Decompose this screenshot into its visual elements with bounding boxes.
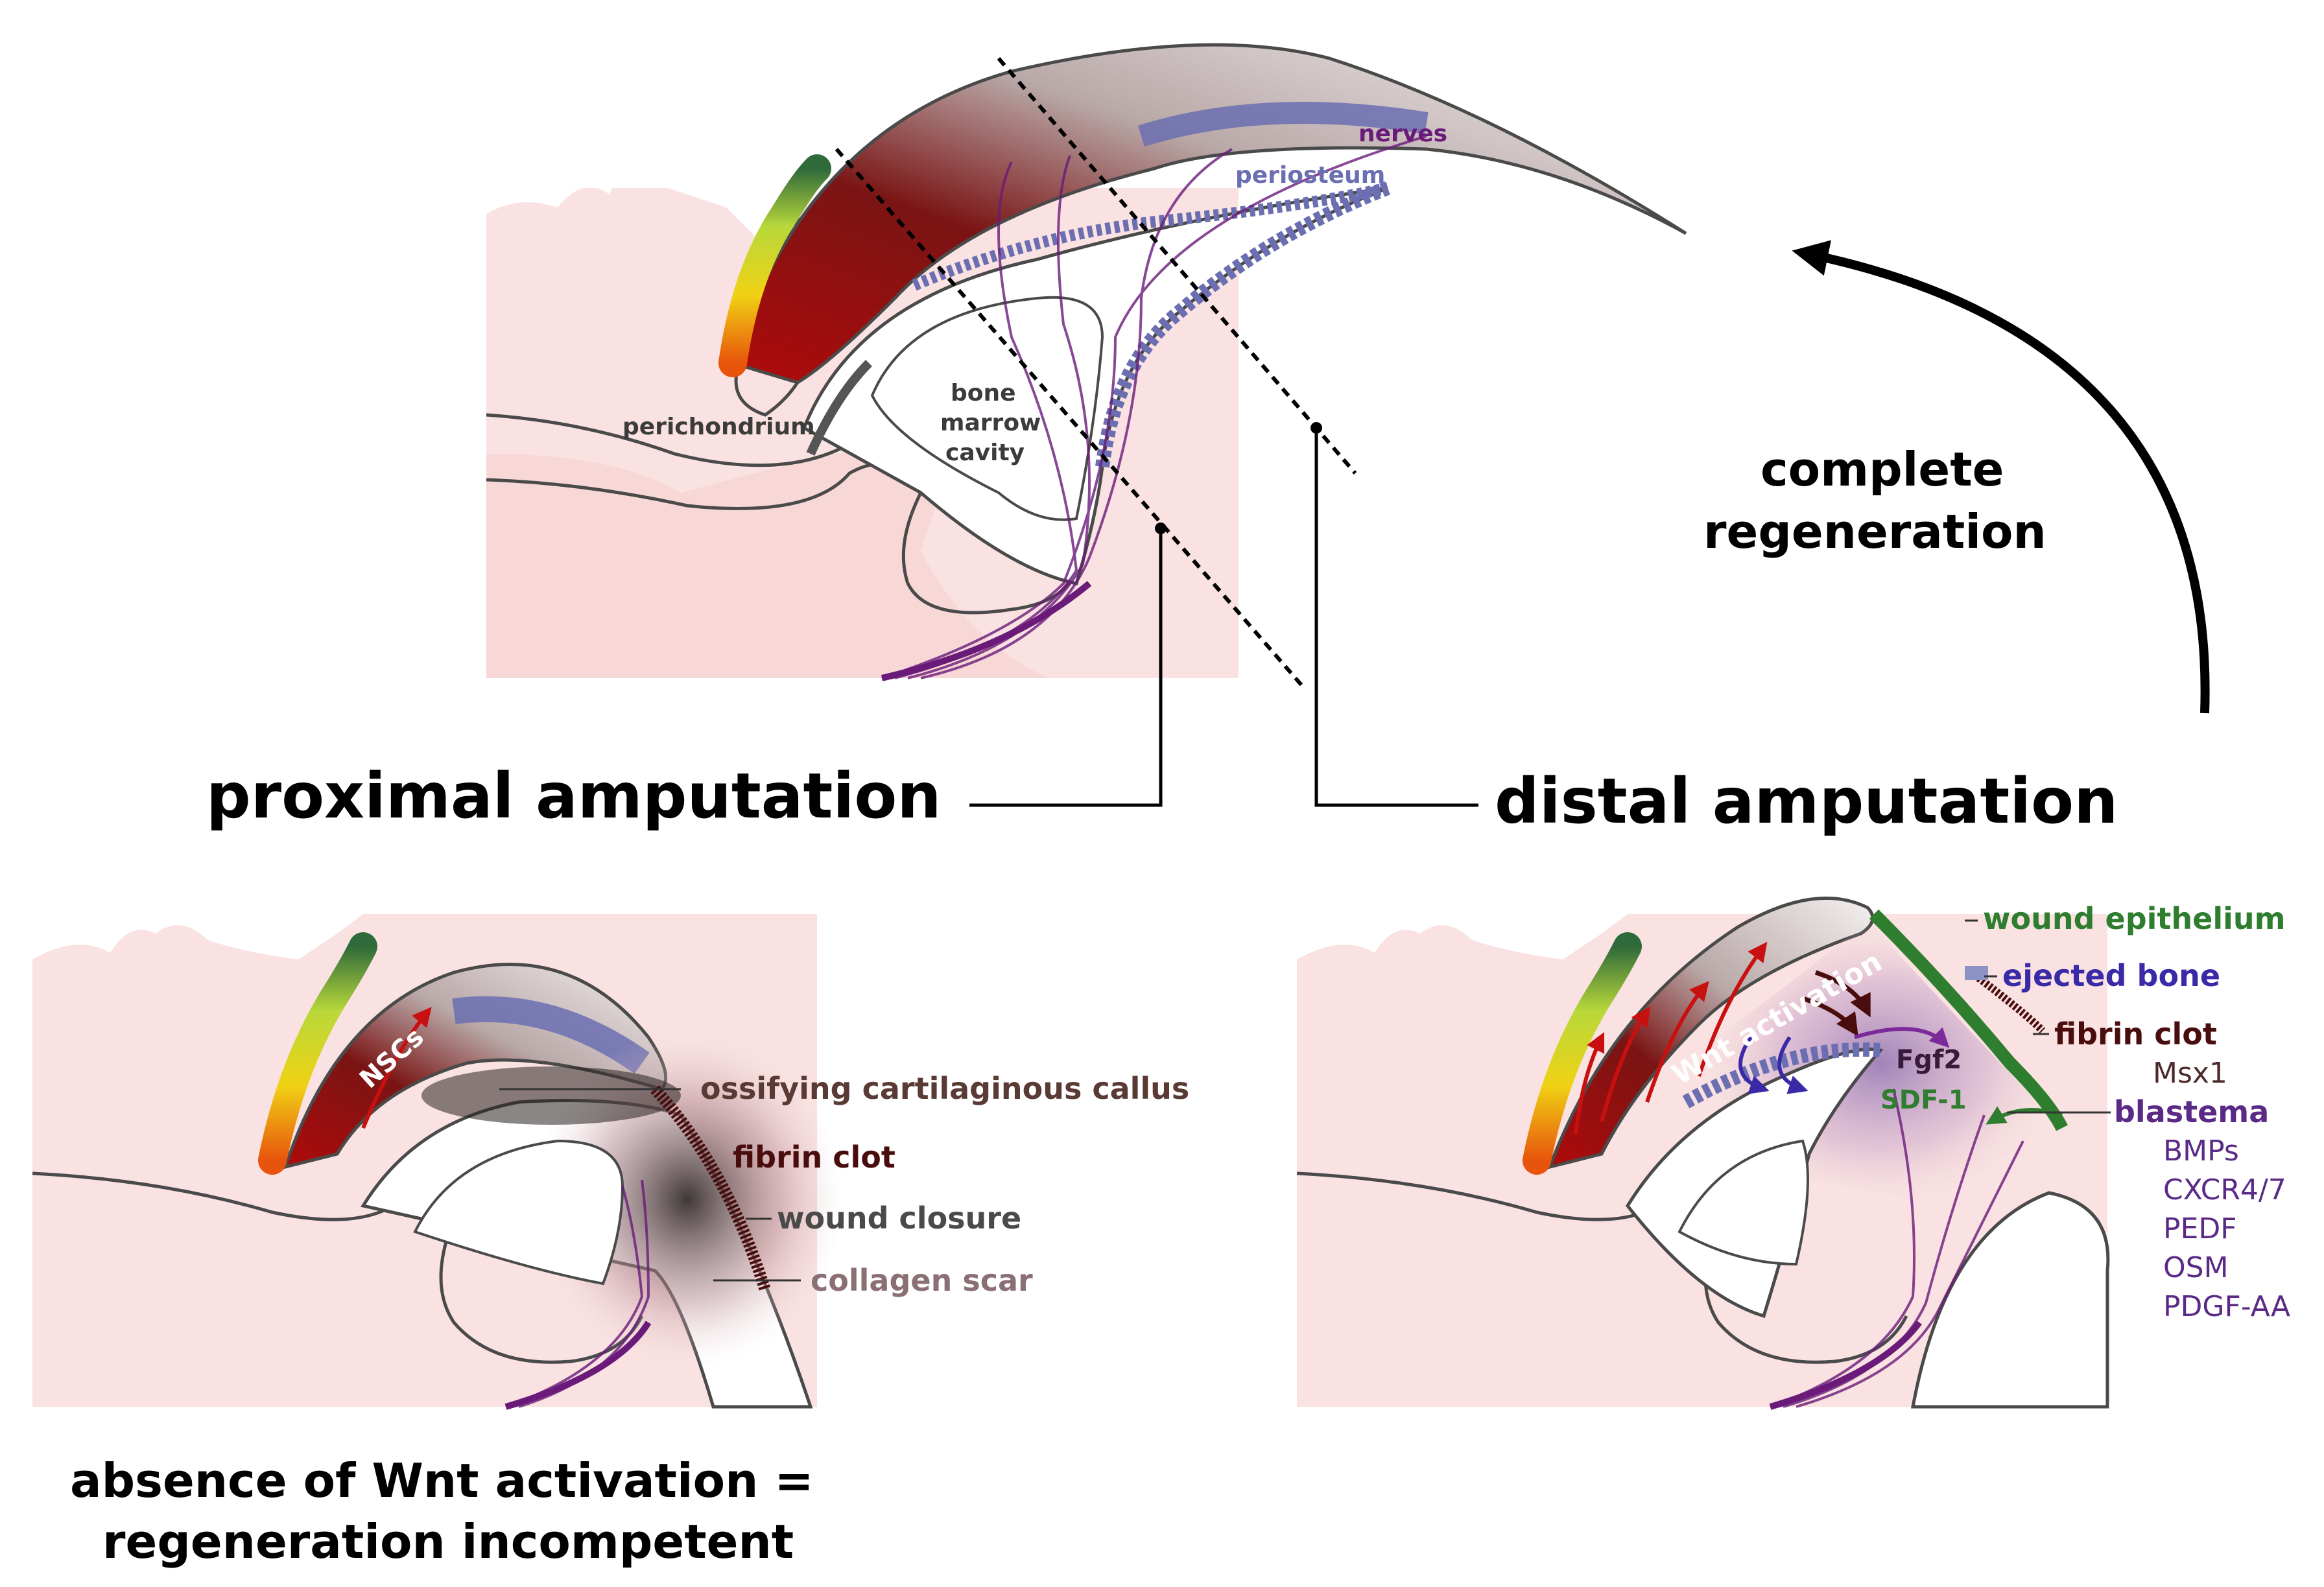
bone-marrow-cavity-line2: marrow — [940, 410, 1041, 436]
bone-marrow-cavity-line3: cavity — [945, 440, 1025, 466]
blastema-label: blastema — [2114, 1094, 2270, 1129]
sdf1-label: SDF-1 — [1880, 1085, 1967, 1115]
blastema-factor-bmps: BMPs — [2163, 1134, 2239, 1168]
proximal-fibrin-clot-label: fibrin clot — [733, 1140, 895, 1175]
wound-epithelium-label: wound epithelium — [1983, 901, 2286, 936]
periosteum-label: periosteum — [1235, 162, 1386, 189]
proximal-amputation-heading: proximal amputation — [206, 760, 942, 832]
distal-digit — [1296, 897, 2111, 1410]
bone-marrow-cavity-line1: bone — [951, 380, 1016, 406]
blastema-factor-cxcr47: CXCR4/7 — [2163, 1173, 2286, 1206]
fgf2-label: Fgf2 — [1896, 1045, 1962, 1075]
distal-fibrin-clot-label: fibrin clot — [2054, 1017, 2217, 1052]
complete-regeneration-line1: complete — [1761, 442, 2004, 497]
blastema-factor-pdgfaa: PDGF-AA — [2163, 1290, 2291, 1323]
wound-closure-label: wound closure — [777, 1201, 1022, 1236]
perichondrium-label: perichondrium — [622, 414, 815, 440]
bottom-caption-line2: regeneration incompetent — [102, 1514, 794, 1569]
nerves-label: nerves — [1358, 121, 1448, 147]
proximal-digit — [32, 914, 843, 1410]
distal-amputation-heading: distal amputation — [1495, 765, 2118, 838]
ejected-bone-label: ejected bone — [2002, 958, 2221, 993]
collagen-scar-label: collagen scar — [811, 1263, 1033, 1298]
bottom-caption-line1: absence of Wnt activation = — [70, 1453, 814, 1508]
complete-regeneration-line2: regeneration — [1703, 504, 2046, 559]
blastema-factor-osm: OSM — [2163, 1251, 2229, 1284]
msx1-label: Msx1 — [2153, 1057, 2227, 1090]
curved-arrow-icon — [1792, 240, 2210, 714]
blastema-factor-pedf: PEDF — [2163, 1212, 2237, 1245]
ossifying-callus-label: ossifying cartilaginous callus — [700, 1071, 1190, 1106]
top-digit — [486, 43, 1687, 688]
